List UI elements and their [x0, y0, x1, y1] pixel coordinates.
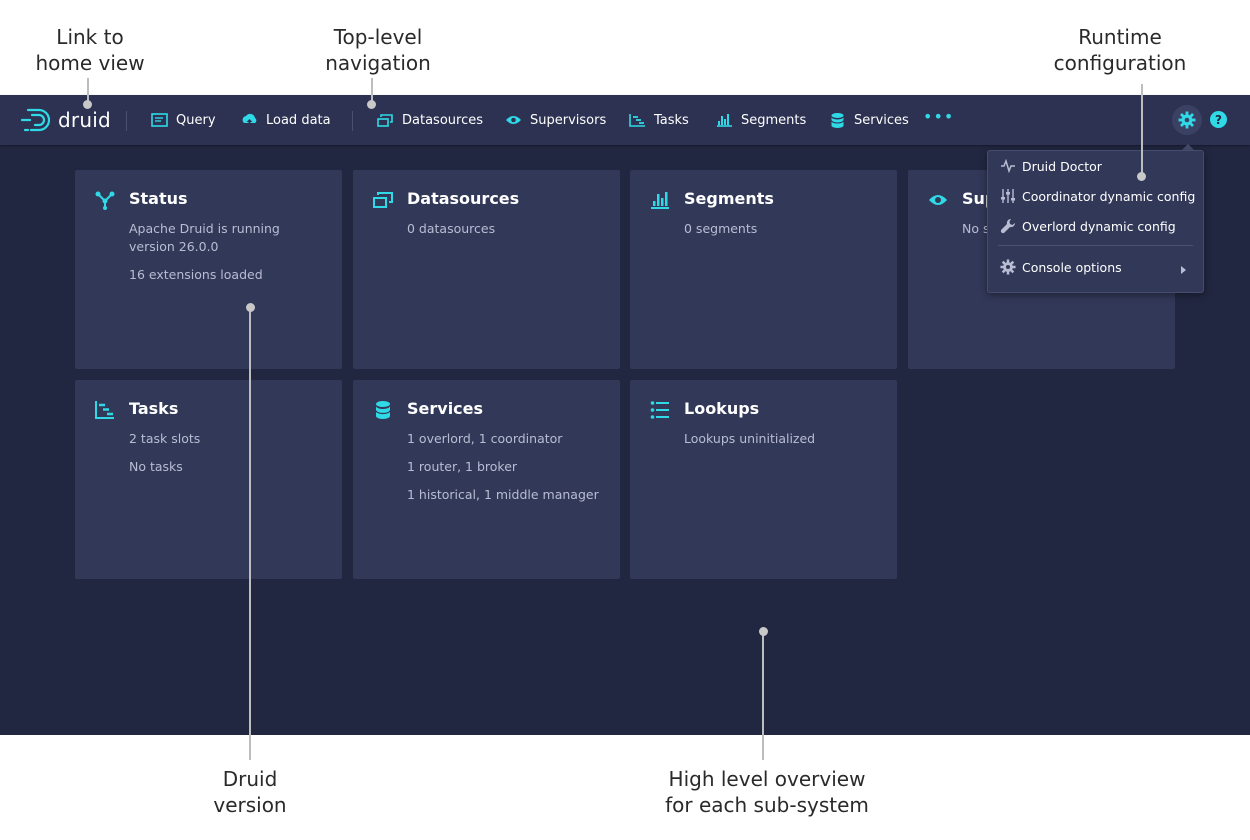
card-text: No tasks	[129, 459, 183, 474]
menu-item-label: Overlord dynamic config	[1022, 218, 1176, 234]
more-menu-button[interactable]: •••	[923, 107, 955, 126]
segments-card[interactable]: Segments 0 segments	[630, 170, 897, 369]
annotation-runtime-config: Runtime configuration	[1053, 25, 1187, 75]
card-text: 2 task slots	[129, 431, 201, 446]
menu-item-overlord-config[interactable]: Overlord dynamic config	[1000, 216, 1176, 236]
nav-supervisors[interactable]: Supervisors	[505, 109, 606, 131]
card-text: 16 extensions loaded	[129, 267, 263, 282]
annotation-overview: High level overview for each sub-system	[665, 767, 869, 817]
nav-tasks[interactable]: Tasks	[629, 109, 689, 131]
nav-load-data[interactable]: Load data	[241, 109, 331, 131]
card-title: Datasources	[407, 189, 520, 208]
database-icon	[831, 112, 844, 128]
menu-item-label: Console options	[1022, 259, 1122, 275]
druid-console: druid Query Load data Datasources Superv…	[0, 95, 1250, 735]
leader-dot	[759, 627, 768, 636]
runtime-config-menu: Druid Doctor Coordinator dynamic config …	[987, 150, 1204, 293]
menu-item-label: Druid Doctor	[1022, 158, 1102, 174]
menu-item-console-options[interactable]: Console options	[1000, 257, 1122, 277]
menu-caret	[1181, 144, 1195, 151]
card-text: Lookups uninitialized	[684, 431, 816, 446]
menu-item-label: Coordinator dynamic config	[1022, 188, 1196, 204]
logo-text: druid	[58, 108, 111, 132]
card-title: Services	[407, 399, 484, 418]
database-icon	[375, 401, 391, 419]
card-title: Tasks	[129, 399, 179, 418]
nav-segments[interactable]: Segments	[716, 109, 806, 131]
card-text: 0 segments	[684, 221, 758, 236]
menu-item-coordinator-config[interactable]: Coordinator dynamic config	[1000, 186, 1195, 206]
datasources-icon	[377, 114, 393, 127]
wrench-icon	[1000, 218, 1016, 234]
sliders-icon	[1001, 189, 1015, 203]
query-icon	[151, 113, 168, 127]
leader-line	[1141, 84, 1143, 174]
nav-tasks-label: Tasks	[654, 112, 689, 128]
leader-dot	[83, 100, 92, 109]
annotation-druid-version: Druid version	[213, 767, 287, 817]
leader-line	[249, 310, 251, 760]
tasks-gantt-icon	[95, 401, 114, 419]
help-button[interactable]: ?	[1210, 111, 1227, 128]
nav-datasources-label: Datasources	[402, 112, 483, 128]
segments-icon	[717, 114, 732, 127]
menu-divider	[998, 245, 1193, 246]
card-text: 1 overlord, 1 coordinator	[407, 431, 563, 446]
pulse-icon	[1001, 159, 1015, 173]
nav-services-label: Services	[854, 112, 909, 128]
nav-query-label: Query	[176, 112, 216, 128]
card-text: 1 router, 1 broker	[407, 459, 518, 474]
home-logo-link[interactable]: druid	[20, 105, 111, 135]
upload-cloud-icon	[242, 113, 257, 127]
datasources-icon	[373, 192, 393, 208]
datasources-card[interactable]: Datasources 0 datasources	[353, 170, 620, 369]
leader-dot	[1137, 172, 1146, 181]
leader-dot	[246, 303, 255, 312]
card-text: version 26.0.0	[129, 239, 219, 254]
runtime-config-button[interactable]	[1172, 105, 1202, 135]
tasks-card[interactable]: Tasks 2 task slots No tasks	[75, 380, 342, 579]
status-graph-icon	[95, 191, 115, 210]
leader-line	[762, 634, 764, 760]
card-text: Apache Druid is running	[129, 221, 280, 236]
card-text: 1 historical, 1 middle manager	[407, 487, 599, 502]
status-card[interactable]: Status Apache Druid is running version 2…	[75, 170, 342, 369]
card-title: Segments	[684, 189, 774, 208]
services-card[interactable]: Services 1 overlord, 1 coordinator 1 rou…	[353, 380, 620, 579]
nav-segments-label: Segments	[741, 112, 807, 128]
submenu-arrow-icon	[1181, 266, 1186, 274]
druid-logo-icon	[20, 108, 51, 132]
nav-query[interactable]: Query	[151, 109, 216, 131]
nav-supervisors-label: Supervisors	[530, 112, 607, 128]
top-navbar: druid Query Load data Datasources Superv…	[0, 95, 1250, 145]
nav-divider	[352, 111, 353, 131]
gear-icon	[1000, 259, 1016, 275]
annotation-home-link: Link to home view	[35, 25, 145, 75]
card-text: 0 datasources	[407, 221, 496, 236]
nav-load-data-label: Load data	[266, 112, 331, 128]
menu-item-druid-doctor[interactable]: Druid Doctor	[1000, 156, 1102, 176]
leader-dot	[367, 100, 376, 109]
leader-line	[87, 78, 89, 104]
annotation-top-nav: Top-level navigation	[325, 25, 431, 75]
card-text: No s	[962, 221, 990, 236]
leader-line	[371, 78, 373, 104]
eye-icon	[929, 195, 947, 205]
card-title: Lookups	[684, 399, 760, 418]
segments-icon	[651, 192, 669, 209]
lookups-card[interactable]: Lookups Lookups uninitialized	[630, 380, 897, 579]
gear-icon	[1178, 111, 1196, 129]
eye-icon	[506, 116, 521, 124]
nav-datasources[interactable]: Datasources	[377, 109, 483, 131]
tasks-gantt-icon	[629, 114, 645, 127]
nav-services[interactable]: Services	[829, 109, 909, 131]
card-title: Status	[129, 189, 188, 208]
nav-divider	[126, 111, 127, 131]
list-icon	[650, 401, 669, 419]
